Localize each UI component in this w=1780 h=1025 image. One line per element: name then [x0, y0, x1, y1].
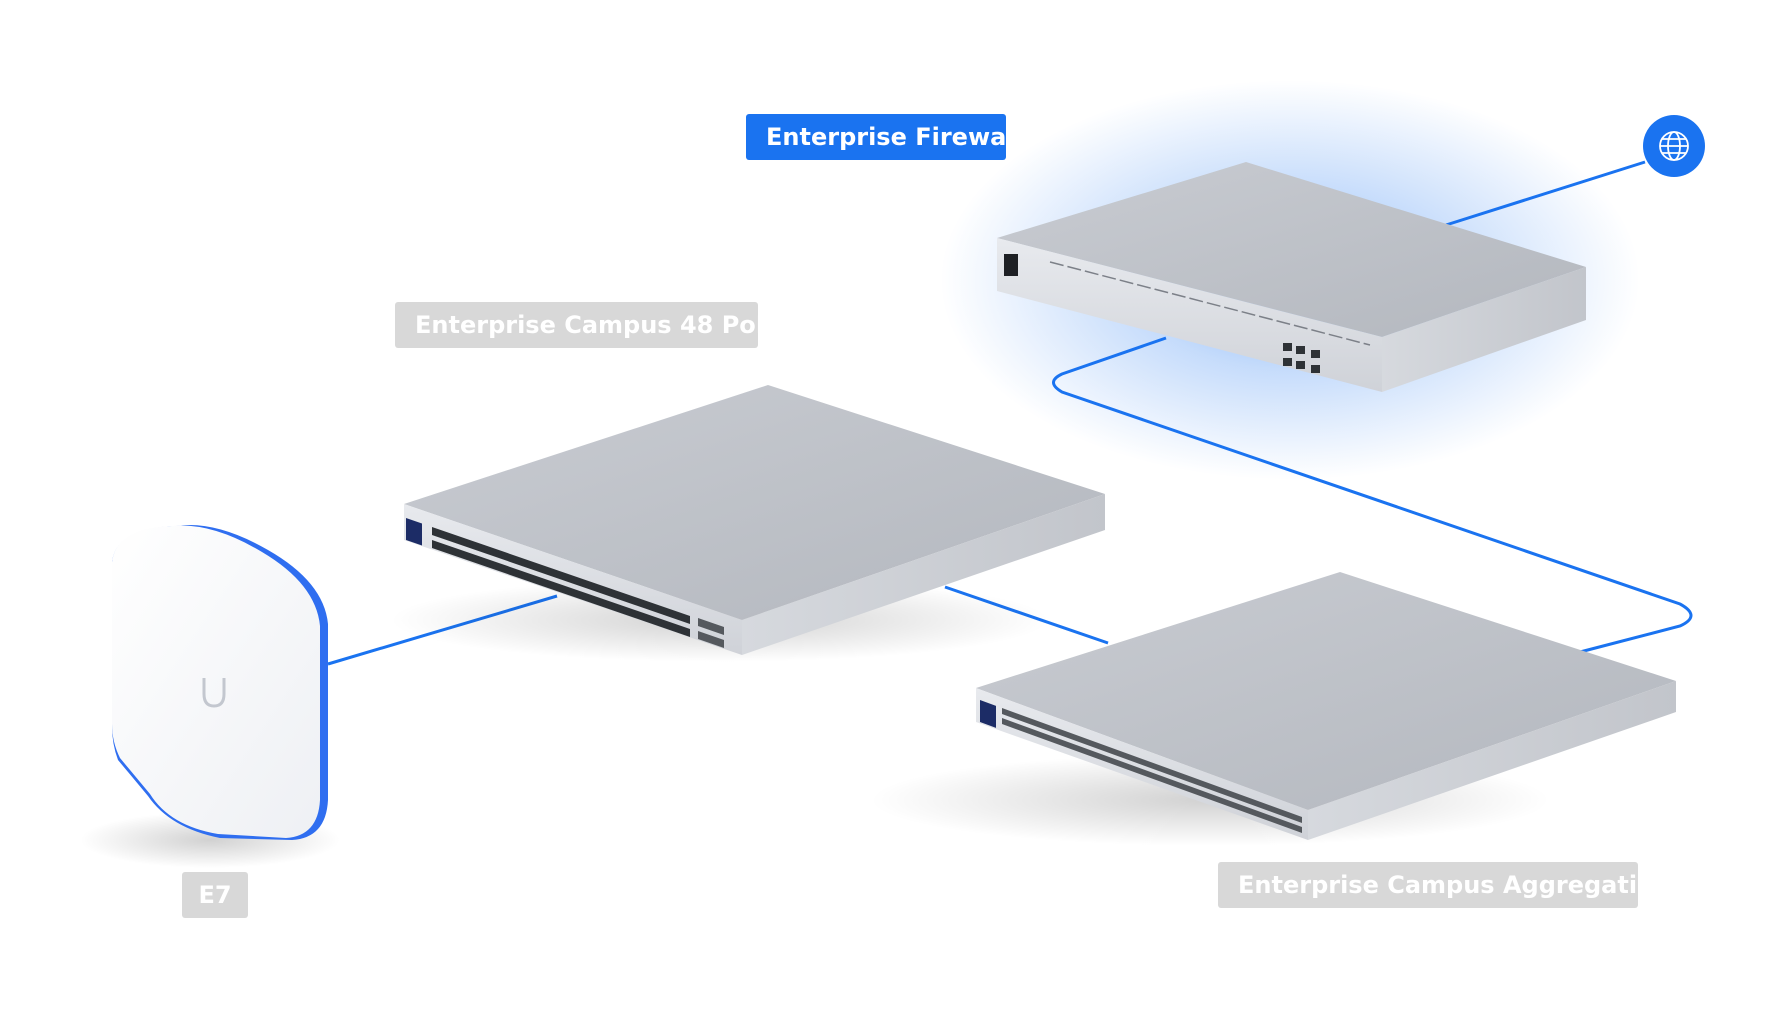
aggregation-device[interactable] — [976, 572, 1676, 840]
e7-label[interactable]: E7 — [182, 872, 248, 918]
firewall-label[interactable]: Enterprise Firewall — [746, 114, 1023, 160]
e7-face — [112, 525, 320, 838]
firewall-side — [1382, 267, 1586, 392]
aggregation-label[interactable]: Enterprise Campus Aggregation — [1218, 862, 1671, 908]
campus48-label[interactable]: Enterprise Campus 48 PoE — [395, 302, 772, 348]
firewall-front — [997, 238, 1382, 392]
link-internet-firewall — [1445, 160, 1646, 227]
aggregation-sfp-rows — [1002, 708, 1302, 833]
firewall-ports — [1283, 343, 1320, 373]
firewall-device[interactable] — [997, 162, 1586, 392]
e7-device[interactable] — [112, 525, 328, 840]
link-firewall-aggregation — [1052, 336, 1693, 654]
internet-node[interactable] — [1643, 115, 1705, 177]
campus48-port-rows — [432, 527, 724, 648]
u-logo-icon — [202, 678, 226, 708]
firewall-top — [997, 162, 1586, 337]
globe-icon — [1659, 131, 1689, 161]
aggregation-side — [1308, 681, 1676, 840]
campus48-top — [404, 385, 1105, 620]
aggregation-top — [976, 572, 1676, 810]
campus48-device[interactable] — [404, 385, 1105, 655]
campus48-side — [742, 494, 1105, 655]
